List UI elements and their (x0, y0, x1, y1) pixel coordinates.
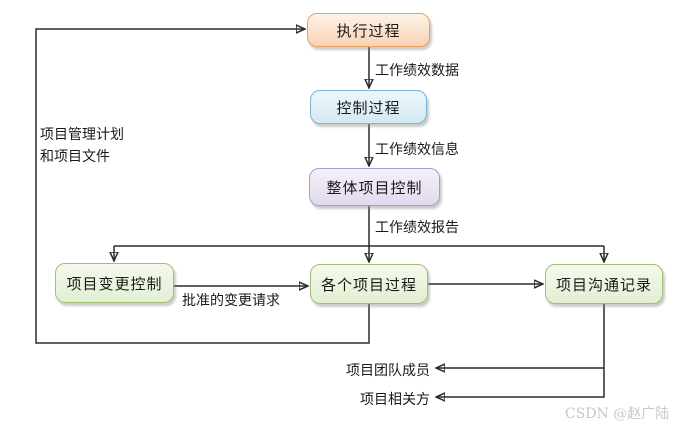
node-overall-project-control-label: 整体项目控制 (326, 178, 423, 197)
node-individual-project-processes: 各个项目过程 (310, 264, 428, 304)
edge-label-work-performance-reports: 工作绩效报告 (375, 220, 459, 236)
edge-feedback-loop-processes-to-exec (35, 29, 370, 344)
node-executing-process: 执行过程 (307, 13, 430, 47)
node-executing-process-label: 执行过程 (336, 21, 401, 40)
node-overall-project-control: 整体项目控制 (309, 168, 440, 206)
edge-label-approved-change-requests: 批准的变更请求 (182, 293, 280, 309)
edge-label-project-team-members: 项目团队成员 (346, 363, 430, 379)
edge-label-pm-plan-line1: 项目管理计划 (40, 127, 124, 143)
node-project-change-control-label: 项目变更控制 (66, 274, 163, 293)
node-individual-project-processes-label: 各个项目过程 (320, 275, 417, 294)
node-project-change-control: 项目变更控制 (55, 263, 174, 303)
edge-label-project-stakeholders: 项目相关方 (360, 392, 430, 408)
edge-label-pm-plan-and-documents: 项目管理计划 和项目文件 (40, 124, 124, 168)
edge-label-pm-plan-line2: 和项目文件 (40, 149, 110, 165)
node-project-communication-records-label: 项目沟通记录 (555, 275, 652, 294)
csdn-watermark: CSDN @赵广陆 (565, 406, 670, 422)
node-controlling-process-label: 控制过程 (336, 98, 401, 117)
edge-label-work-performance-data: 工作绩效数据 (375, 63, 459, 79)
edge-label-work-performance-information: 工作绩效信息 (375, 142, 459, 158)
node-controlling-process: 控制过程 (310, 90, 427, 124)
node-project-communication-records: 项目沟通记录 (545, 264, 663, 304)
edge-communication-to-stakeholders (436, 304, 605, 397)
